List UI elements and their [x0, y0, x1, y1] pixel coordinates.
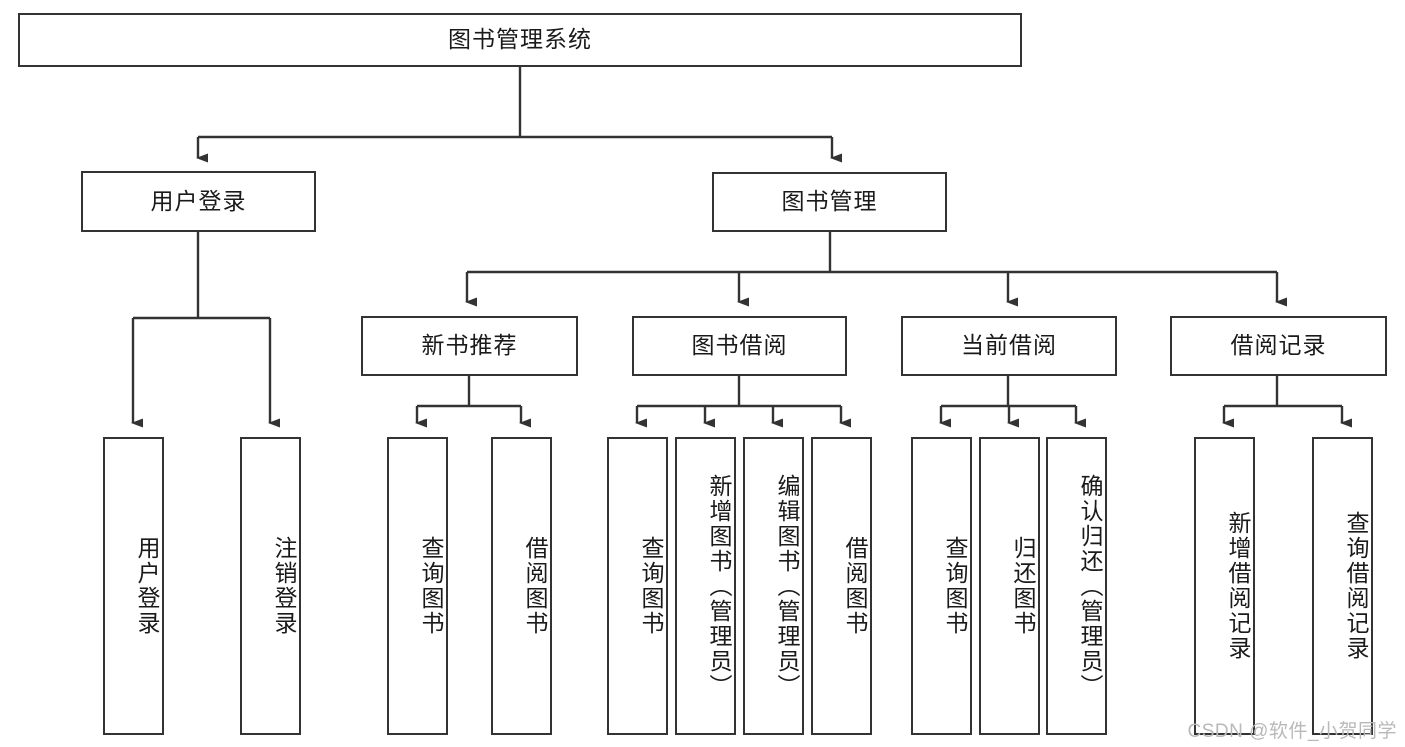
- leaf-borrow-book[interactable]: 借阅图书: [811, 437, 872, 735]
- node-label: 查询图书: [942, 536, 968, 636]
- node-label: 用户登录: [150, 187, 247, 214]
- node-label: 图书管理系统: [448, 26, 592, 53]
- node-borrowing-records[interactable]: 借阅记录: [1170, 316, 1387, 376]
- node-root-book-management-system[interactable]: 图书管理系统: [18, 13, 1022, 67]
- leaf-edit-book-admin[interactable]: 编辑图书（管理员）: [743, 437, 804, 735]
- node-label: 新增图书（管理员）: [706, 473, 732, 699]
- node-label: 编辑图书（管理员）: [774, 473, 800, 699]
- node-label: 新增借阅记录: [1225, 511, 1251, 661]
- node-label: 图书管理: [781, 188, 878, 215]
- node-label: 查询图书: [418, 536, 444, 636]
- node-label: 确认归还（管理员）: [1077, 473, 1103, 699]
- leaf-return-book[interactable]: 归还图书: [979, 437, 1040, 735]
- node-label: 借阅图书: [842, 536, 868, 636]
- node-new-book-recommendation[interactable]: 新书推荐: [361, 316, 578, 376]
- node-label: 查询借阅记录: [1343, 511, 1369, 661]
- node-label: 图书借阅: [691, 332, 788, 359]
- csdn-watermark: CSDN @软件_小贺同学: [1187, 721, 1397, 742]
- leaf-borrow-book-recommendation[interactable]: 借阅图书: [491, 437, 552, 735]
- leaf-query-book-current[interactable]: 查询图书: [911, 437, 972, 735]
- leaf-query-borrowing-record[interactable]: 查询借阅记录: [1312, 437, 1373, 735]
- node-label: 当前借阅: [961, 332, 1057, 359]
- leaf-user-login[interactable]: 用户登录: [103, 437, 164, 735]
- node-label: 用户登录: [134, 536, 160, 636]
- node-label: 新书推荐: [421, 332, 518, 359]
- node-user-login[interactable]: 用户登录: [81, 171, 316, 232]
- node-book-management[interactable]: 图书管理: [712, 172, 947, 232]
- leaf-query-book-borrowing[interactable]: 查询图书: [607, 437, 668, 735]
- leaf-add-book-admin[interactable]: 新增图书（管理员）: [675, 437, 736, 735]
- node-label: 借阅图书: [522, 536, 548, 636]
- node-label: 注销登录: [271, 536, 297, 636]
- leaf-confirm-return-admin[interactable]: 确认归还（管理员）: [1046, 437, 1107, 735]
- node-book-borrowing[interactable]: 图书借阅: [632, 316, 847, 376]
- node-label: 归还图书: [1010, 536, 1036, 636]
- node-label: 查询图书: [638, 536, 664, 636]
- leaf-logout[interactable]: 注销登录: [240, 437, 301, 735]
- leaf-add-borrowing-record[interactable]: 新增借阅记录: [1194, 437, 1255, 735]
- leaf-query-book-recommendation[interactable]: 查询图书: [387, 437, 448, 735]
- node-label: 借阅记录: [1230, 332, 1327, 359]
- node-current-borrowing[interactable]: 当前借阅: [901, 316, 1117, 376]
